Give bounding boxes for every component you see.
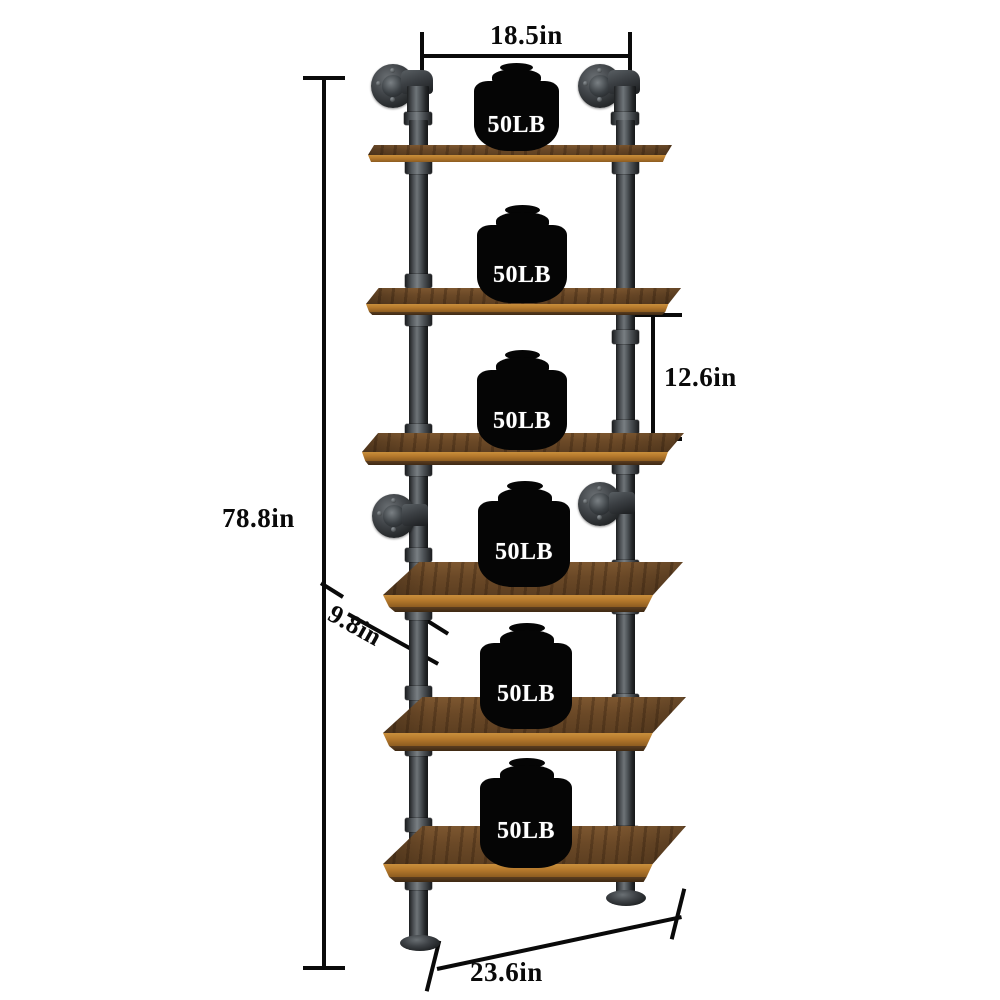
shelf-front-edge — [362, 452, 668, 461]
width-top-tick-left — [420, 32, 424, 90]
flange-bolt — [377, 511, 382, 516]
weight-label: 50LB — [492, 262, 551, 288]
shelf-underside — [389, 746, 647, 751]
tier-gap-tick-top — [626, 313, 682, 317]
weight-body — [478, 501, 570, 587]
flange-bolt — [597, 486, 602, 491]
shelf-front-edge — [368, 155, 666, 162]
shelf-underside — [365, 461, 665, 465]
flange-bolt — [391, 498, 396, 503]
weight-block-4: 50LB — [478, 481, 570, 587]
weight-knob-cap — [509, 758, 545, 768]
pipe-collar — [405, 462, 432, 476]
flange-bolt — [583, 81, 588, 86]
pipe-collar — [405, 548, 432, 562]
weight-block-6: 50LB — [480, 758, 572, 868]
flange-bolt — [597, 97, 602, 102]
weight-body — [477, 370, 567, 450]
weight-label: 50LB — [492, 408, 551, 434]
weight-label: 50LB — [496, 681, 555, 707]
shelf-underside — [369, 312, 666, 315]
height-dimension-line — [322, 78, 326, 970]
foot-flange-icon — [606, 890, 646, 906]
width-top-dimension-line — [421, 54, 631, 58]
weight-label: 50LB — [496, 818, 555, 844]
weight-body — [480, 643, 572, 729]
shelf-front-edge — [383, 864, 653, 877]
height-tick-bottom — [303, 966, 345, 970]
flange-bolt — [376, 81, 381, 86]
flange-bolt — [583, 499, 588, 504]
pipe-collar — [612, 420, 639, 434]
width-base-label: 23.6in — [470, 957, 543, 987]
pipe-connector — [402, 504, 428, 526]
weight-knob-cap — [507, 481, 543, 491]
pipe-collar — [405, 274, 432, 288]
foot-flange-icon — [400, 935, 440, 951]
weight-block-3: 50LB — [477, 350, 567, 450]
tier-gap-label: 12.6in — [664, 362, 737, 392]
weight-block-5: 50LB — [480, 623, 572, 729]
shelf-front-edge — [383, 595, 653, 607]
depth-label: 9.8in — [323, 598, 387, 652]
shelf-front-edge — [366, 304, 669, 312]
weight-body — [474, 81, 559, 151]
flange-bolt — [390, 68, 395, 73]
pipe-collar — [612, 330, 639, 344]
weight-knob-cap — [500, 63, 533, 72]
weight-block-2: 50LB — [477, 205, 567, 303]
pipe-collar — [405, 312, 432, 326]
shelf-underside — [389, 607, 647, 612]
height-total-label: 78.8in — [222, 503, 295, 533]
pipe-collar — [405, 160, 432, 174]
flange-bolt — [597, 515, 602, 520]
flange-bolt — [391, 527, 396, 532]
width-top-label: 18.5in — [490, 20, 563, 50]
flange-disc-icon — [578, 482, 622, 526]
shelf-front-edge — [383, 733, 653, 746]
weight-label: 50LB — [487, 112, 546, 138]
weight-knob-cap — [505, 350, 540, 360]
pipe-collar — [405, 686, 432, 700]
pipe-collar — [612, 160, 639, 174]
height-tick-top — [303, 76, 345, 80]
weight-knob-cap — [505, 205, 540, 215]
tier-gap-dimension-line — [651, 315, 655, 441]
weight-block-1: 50LB — [474, 63, 559, 151]
weight-label: 50LB — [494, 539, 553, 565]
depth-tick-lower — [424, 618, 450, 636]
width-top-tick-right — [628, 32, 632, 90]
shelf-underside — [389, 877, 647, 882]
pipe-connector — [609, 492, 635, 514]
pipe-segment — [407, 86, 429, 116]
flange-bolt — [597, 68, 602, 73]
pipe-segment — [614, 86, 636, 116]
width-base-tick-right — [669, 888, 687, 940]
weight-body — [480, 778, 572, 868]
weight-knob-cap — [509, 623, 545, 633]
flange-bolt — [390, 97, 395, 102]
weight-body — [477, 225, 567, 303]
